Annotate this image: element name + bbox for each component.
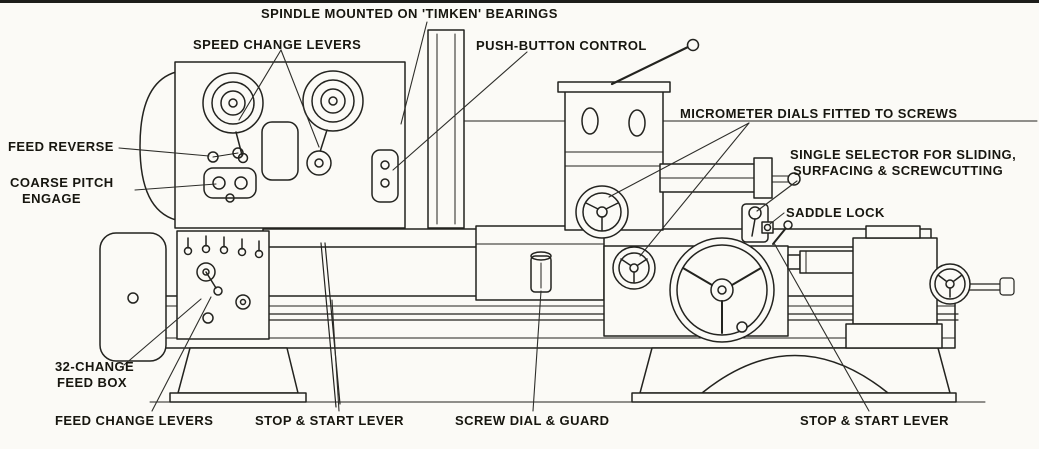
clamp-lever [610,45,690,86]
leader-speed-change-b [280,49,320,148]
micrometer-dial-upper [575,185,629,239]
label-spindle-bearings: SPINDLE MOUNTED ON 'TIMKEN' BEARINGS [261,6,558,21]
label-single-selector-line1: SINGLE SELECTOR FOR SLIDING, [790,147,1017,162]
label-feed-box-line2: FEED BOX [57,375,128,390]
speed-change-cover-right [302,70,364,176]
feed-box [176,230,270,340]
push-button-panel [371,149,399,203]
stop-start-lever-right-handle [772,220,793,245]
label-stop-start-lever-right: STOP & START LEVER [800,413,949,428]
label-feed-reverse: FEED REVERSE [8,139,114,154]
saddle-lock-bolt [761,221,774,234]
label-coarse-pitch-line1: COARSE PITCH [10,175,114,190]
headstock [139,61,406,229]
label-saddle-lock: SADDLE LOCK [786,205,885,220]
label-speed-change-levers: SPEED CHANGE LEVERS [193,37,362,52]
leader-stop-start-right [773,242,870,412]
leader-micrometer-a [608,122,750,198]
apron-handwheel [669,237,775,343]
stop-start-rod-left [320,242,341,408]
leader-speed-change-a [238,49,282,121]
label-push-button-control: PUSH-BUTTON CONTROL [476,38,647,53]
leader-feed-box [123,298,202,366]
scan-border-top [0,0,1039,3]
leader-single-selector [756,180,798,212]
label-feed-change-levers: FEED CHANGE LEVERS [55,413,214,428]
leader-feed-change [151,296,212,412]
faceplate [427,29,465,229]
cross-feed-arm [659,157,801,199]
label-feed-box-line1: 32-CHANGE [55,359,135,374]
screw-dial-guard [530,251,552,293]
speed-change-cover-left [202,72,264,164]
label-coarse-pitch-engage: COARSE PITCH ENGAGE [10,175,114,207]
label-micrometer-dials: MICROMETER DIALS FITTED TO SCREWS [680,106,958,121]
leader-screw-dial [532,290,542,412]
leader-push-button [392,51,528,171]
leader-micrometer-b [639,122,750,257]
leader-feed-reverse [118,147,210,157]
leader-coarse-pitch [134,183,217,191]
motor-cover [99,232,167,362]
label-stop-start-lever-left: STOP & START LEVER [255,413,404,428]
headstock-door [261,121,299,181]
label-screw-dial-guard: SCREW DIAL & GUARD [455,413,610,428]
pedestal-feet [149,347,986,403]
micrometer-dial-lower [612,246,656,290]
feed-reverse-knobs [207,147,244,163]
label-single-selector: SINGLE SELECTOR FOR SLIDING, SURFACING &… [790,147,1016,179]
tailstock [787,225,971,349]
leader-spindle-bearings [400,21,428,125]
leader-saddle-lock [769,212,785,225]
tailstock-handwheel [929,263,971,305]
label-single-selector-line2: SURFACING & SCREWCUTTING [793,163,1004,178]
label-feed-box: 32-CHANGE FEED BOX [55,359,134,391]
coarse-pitch-engage-knob [203,167,257,203]
leader-stop-start-left [331,299,340,412]
label-coarse-pitch-line2: ENGAGE [22,191,82,206]
